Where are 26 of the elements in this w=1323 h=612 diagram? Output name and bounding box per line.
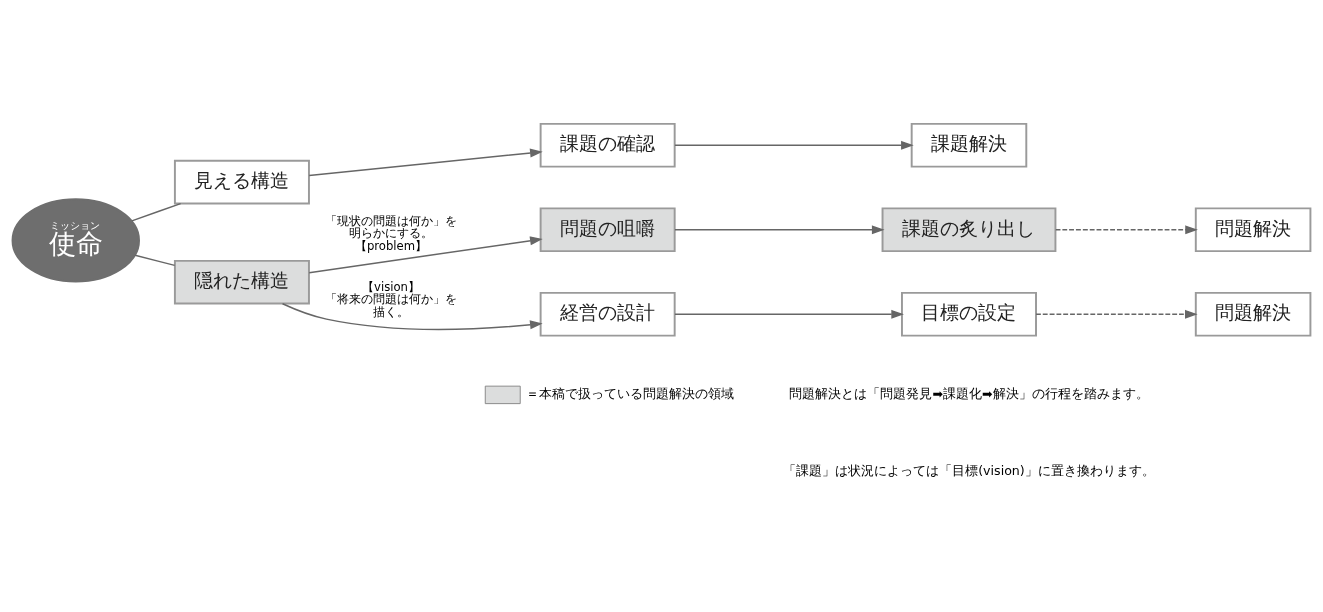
node-box: 経営の設計 bbox=[539, 291, 676, 337]
arrow bbox=[1055, 224, 1198, 234]
node-box: 課題の確認 bbox=[539, 122, 676, 168]
legend-label: ＝本稿で扱っている問題解決の領域 bbox=[526, 385, 735, 401]
arrow bbox=[674, 224, 885, 234]
arrow bbox=[1035, 309, 1198, 319]
edge-label: 「現状の問題は何か」を明らかにする。【problem】 bbox=[325, 213, 458, 253]
arrow bbox=[308, 148, 543, 176]
connector bbox=[134, 254, 176, 266]
connector bbox=[131, 202, 182, 222]
node-ellipse: ミッション 使命 bbox=[11, 197, 140, 283]
node-box: 見える構造 bbox=[173, 159, 310, 204]
node-box: 問題解決 bbox=[1194, 206, 1312, 252]
node-box: 問題解決 bbox=[1194, 291, 1312, 337]
edge-label: 【vision】「将来の問題は何か」を描く。 bbox=[325, 279, 458, 319]
arrow bbox=[308, 235, 543, 273]
node-box: 隠れた構造 bbox=[173, 259, 310, 305]
arrow bbox=[281, 302, 543, 330]
label: 「課題」は状況によっては「目標(vision)」に置き換わります。 bbox=[783, 462, 1155, 478]
node-box: 課題の炙り出し bbox=[881, 206, 1057, 252]
label: 問題解決とは「問題発見➡課題化➡解決」の行程を踏みます。 bbox=[789, 385, 1149, 401]
node-box: 課題解決 bbox=[910, 122, 1028, 168]
node-box: 目標の設定 bbox=[901, 291, 1037, 337]
arrow bbox=[674, 309, 904, 319]
node-box: 問題の咀嚼 bbox=[539, 206, 676, 252]
arrow bbox=[674, 140, 914, 150]
